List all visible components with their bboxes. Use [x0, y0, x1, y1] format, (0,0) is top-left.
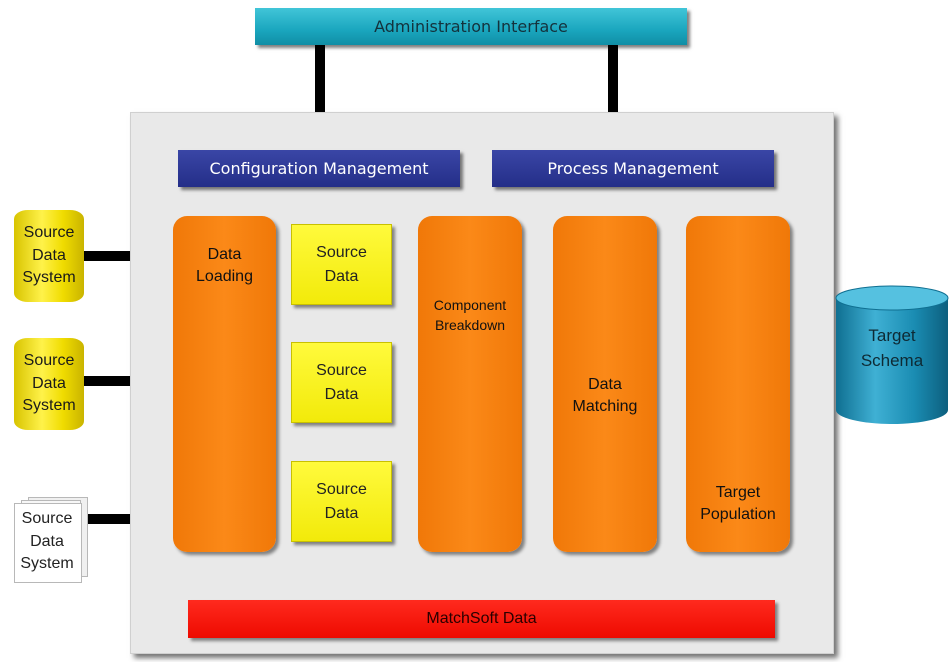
data-loading-stage: Data Loading — [173, 216, 276, 552]
target-schema: Target Schema — [832, 284, 951, 426]
database-cylinder-icon — [835, 285, 949, 424]
configuration-management-label: Configuration Management — [209, 159, 429, 178]
source-2-line-3: System — [22, 397, 76, 415]
source-data-label: Source Data — [316, 243, 367, 285]
matchsoft-data-label: MatchSoft Data — [426, 610, 537, 627]
target-population-stage: Target Population — [686, 216, 790, 552]
source-3-line-1: Source — [21, 510, 73, 528]
source-data-system-1-label: Source Data System — [22, 222, 75, 289]
source-data-system-3: Source Data System — [14, 497, 88, 583]
admin-to-process-arrow-shaft — [608, 45, 618, 130]
admin-to-config-arrow-shaft — [315, 45, 325, 130]
source-data-box-2: Source Data — [291, 342, 392, 423]
data-matching-label: Data Matching — [572, 376, 638, 416]
source-2-line-2: Data — [32, 374, 66, 392]
component-breakdown-stage: Component Breakdown — [418, 216, 522, 552]
source-data-system-2-label: Source Data System — [22, 350, 75, 417]
administration-interface-label: Administration Interface — [374, 17, 568, 36]
source-2-line-1: Source — [23, 352, 75, 370]
source-data-system-1: Source Data System — [14, 210, 84, 302]
source-3-line-3: System — [20, 555, 74, 573]
target-schema-label: Target Schema — [860, 326, 924, 370]
source-1-line-2: Data — [32, 246, 66, 264]
source-3-line-2: Data — [30, 532, 64, 550]
data-loading-label: Data Loading — [196, 246, 253, 286]
target-population-label: Target Population — [700, 484, 776, 524]
source-1-line-3: System — [22, 269, 76, 287]
configuration-management: Configuration Management — [178, 150, 460, 187]
component-breakdown-label: Component Breakdown — [433, 297, 507, 333]
source-data-system-3-label: Source Data System — [14, 503, 80, 581]
source-2-arrow-shaft — [84, 376, 151, 386]
administration-interface: Administration Interface — [255, 8, 687, 45]
source-data-box-1: Source Data — [291, 224, 392, 305]
process-management-label: Process Management — [547, 159, 719, 178]
source-data-system-2: Source Data System — [14, 338, 84, 430]
source-data-label: Source Data — [316, 361, 367, 403]
source-data-box-3: Source Data — [291, 461, 392, 542]
data-matching-stage: Data Matching — [553, 216, 657, 552]
process-management: Process Management — [492, 150, 774, 187]
source-1-arrow-shaft — [84, 251, 151, 261]
matchsoft-data-store: MatchSoft Data — [188, 600, 775, 638]
document-sheet — [14, 503, 82, 583]
source-data-label: Source Data — [316, 480, 367, 522]
source-3-arrow-shaft — [86, 514, 151, 524]
source-1-line-1: Source — [23, 224, 75, 242]
